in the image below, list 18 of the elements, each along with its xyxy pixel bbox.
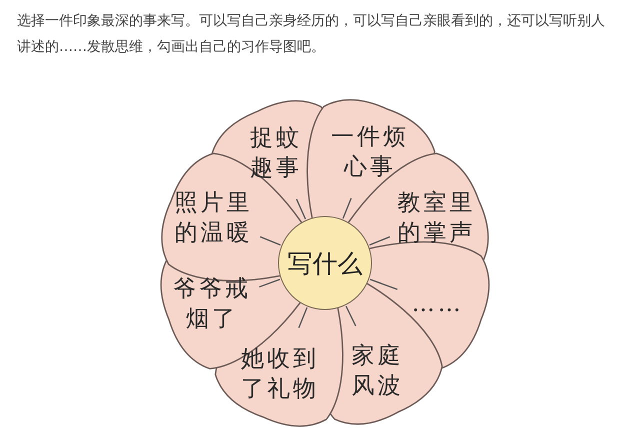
- connector-line: [370, 278, 398, 290]
- petal-label: ……: [360, 289, 516, 320]
- petal-label: 照片里的温暖: [174, 188, 253, 248]
- connector-line: [260, 236, 281, 246]
- petal-label: 家庭风波: [352, 340, 404, 401]
- petal-label: 爷爷戒烟了: [173, 274, 252, 334]
- petal-label: 捉蚊趣事: [250, 123, 302, 184]
- connector-line: [298, 307, 308, 328]
- connector-line: [296, 198, 306, 220]
- petal-label: 一件烦心事: [330, 122, 409, 182]
- connector-line: [259, 278, 280, 288]
- connector-line: [345, 306, 356, 326]
- petal-label: 她收到了礼物: [241, 344, 320, 404]
- petal-label: 教室里的掌声: [397, 188, 476, 248]
- center-label: 写什么: [288, 248, 362, 280]
- instruction-text: 选择一件印象最深的事来写。可以写自己亲身经历的，可以写自己亲眼看到的，还可以写听别人讲述的……发散思维，勾画出自己的习作导图吧。: [17, 12, 606, 57]
- connector-line: [369, 236, 390, 246]
- connector-line: [342, 198, 352, 219]
